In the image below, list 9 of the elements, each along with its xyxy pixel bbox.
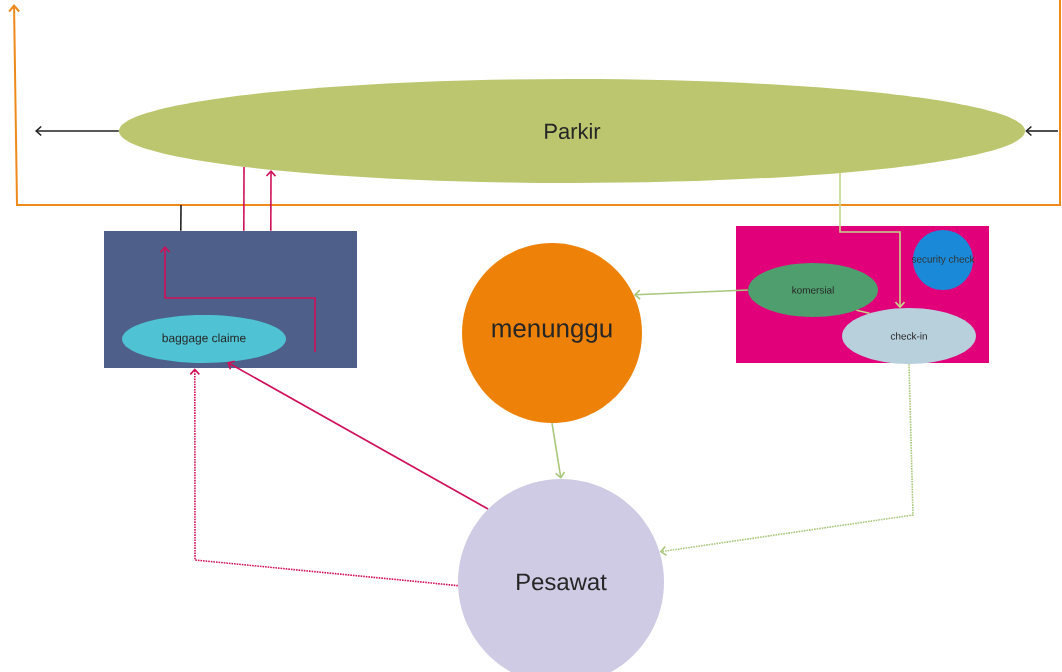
arrow — [1025, 125, 1059, 137]
arrow — [839, 172, 906, 309]
arrow — [633, 289, 749, 300]
arrow — [265, 169, 277, 232]
arrow — [35, 125, 120, 137]
arrow — [189, 368, 459, 587]
arrow — [551, 422, 566, 479]
arrow — [659, 363, 914, 557]
arrow — [227, 360, 489, 510]
